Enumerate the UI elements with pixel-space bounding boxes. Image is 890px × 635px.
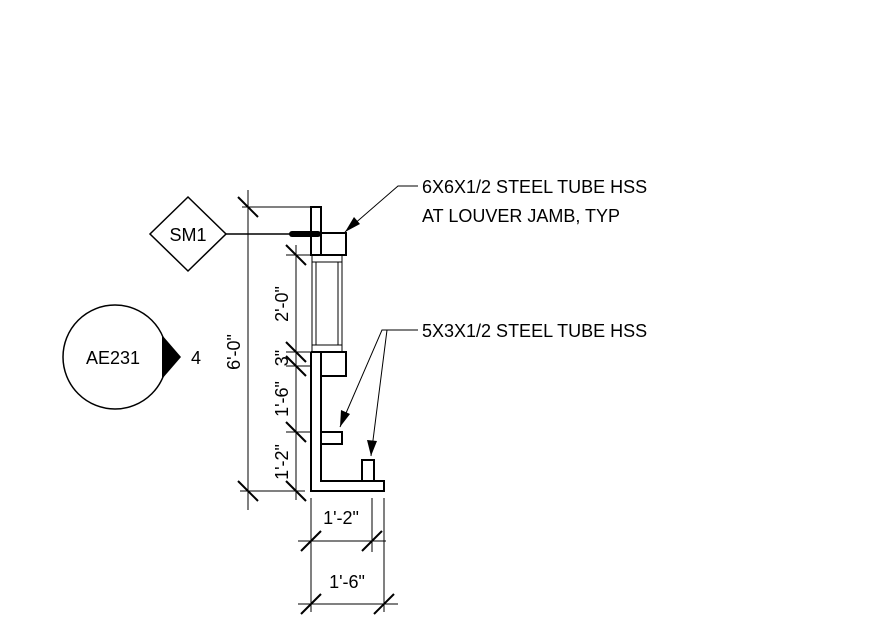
callout-hss-5x3-arrow-left xyxy=(340,410,350,427)
dimension-segment-mid-label: 1'-6" xyxy=(272,381,292,417)
dimension-chain-segments: 2'-0" 3" 1'-6" 1'-2" xyxy=(272,244,312,502)
detail-reference-tag[interactable]: AE231 4 xyxy=(62,304,201,410)
dimension-width-inner-label: 1'-2" xyxy=(323,508,359,528)
callout-hss-6x6: 6X6X1/2 STEEL TUBE HSS AT LOUVER JAMB, T… xyxy=(344,177,647,233)
steel-assembly xyxy=(310,206,385,492)
callout-hss-5x3: 5X3X1/2 STEEL TUBE HSS xyxy=(339,321,647,457)
hss-5x3-tube-right xyxy=(361,459,375,482)
dimension-overall-height: 6'-0" xyxy=(224,190,310,510)
hss-6x6-tube xyxy=(320,232,347,256)
dimension-segment-top-label: 2'-0" xyxy=(272,286,292,322)
callout-hss-6x6-leader xyxy=(344,185,418,233)
hss-5x3-tube-left xyxy=(320,431,343,445)
detail-reference-pointer xyxy=(162,335,181,379)
callout-hss-5x3-leader-right xyxy=(370,329,392,457)
dimension-overall-height-label: 6'-0" xyxy=(224,334,244,370)
callout-hss-5x3-label: 5X3X1/2 STEEL TUBE HSS xyxy=(422,321,647,341)
section-marker-diamond xyxy=(148,195,228,273)
louver-panel xyxy=(311,255,343,352)
dimension-widths: 1'-2" 1'-6" xyxy=(298,498,398,615)
top-plate xyxy=(310,206,322,256)
section-marker-label: SM1 xyxy=(169,225,206,245)
callout-hss-5x3-arrow-right xyxy=(367,440,377,456)
callout-hss-6x6-arrow xyxy=(345,217,360,232)
steel-angle xyxy=(310,351,385,492)
detail-reference-sheet: AE231 xyxy=(86,348,140,368)
callout-hss-6x6-line1: 6X6X1/2 STEEL TUBE HSS xyxy=(422,177,647,197)
callout-hss-6x6-line2: AT LOUVER JAMB, TYP xyxy=(422,206,620,226)
dimension-segment-bottom-label: 1'-2" xyxy=(272,444,292,480)
detail-reference-number: 4 xyxy=(191,348,201,368)
hss-upper-box xyxy=(320,351,347,377)
callout-hss-5x3-leader-left xyxy=(339,329,392,428)
dimension-segment-gap-label: 3" xyxy=(272,350,292,366)
dimension-width-outer-label: 1'-6" xyxy=(329,572,365,592)
section-marker-sm1[interactable]: SM1 xyxy=(148,195,228,273)
